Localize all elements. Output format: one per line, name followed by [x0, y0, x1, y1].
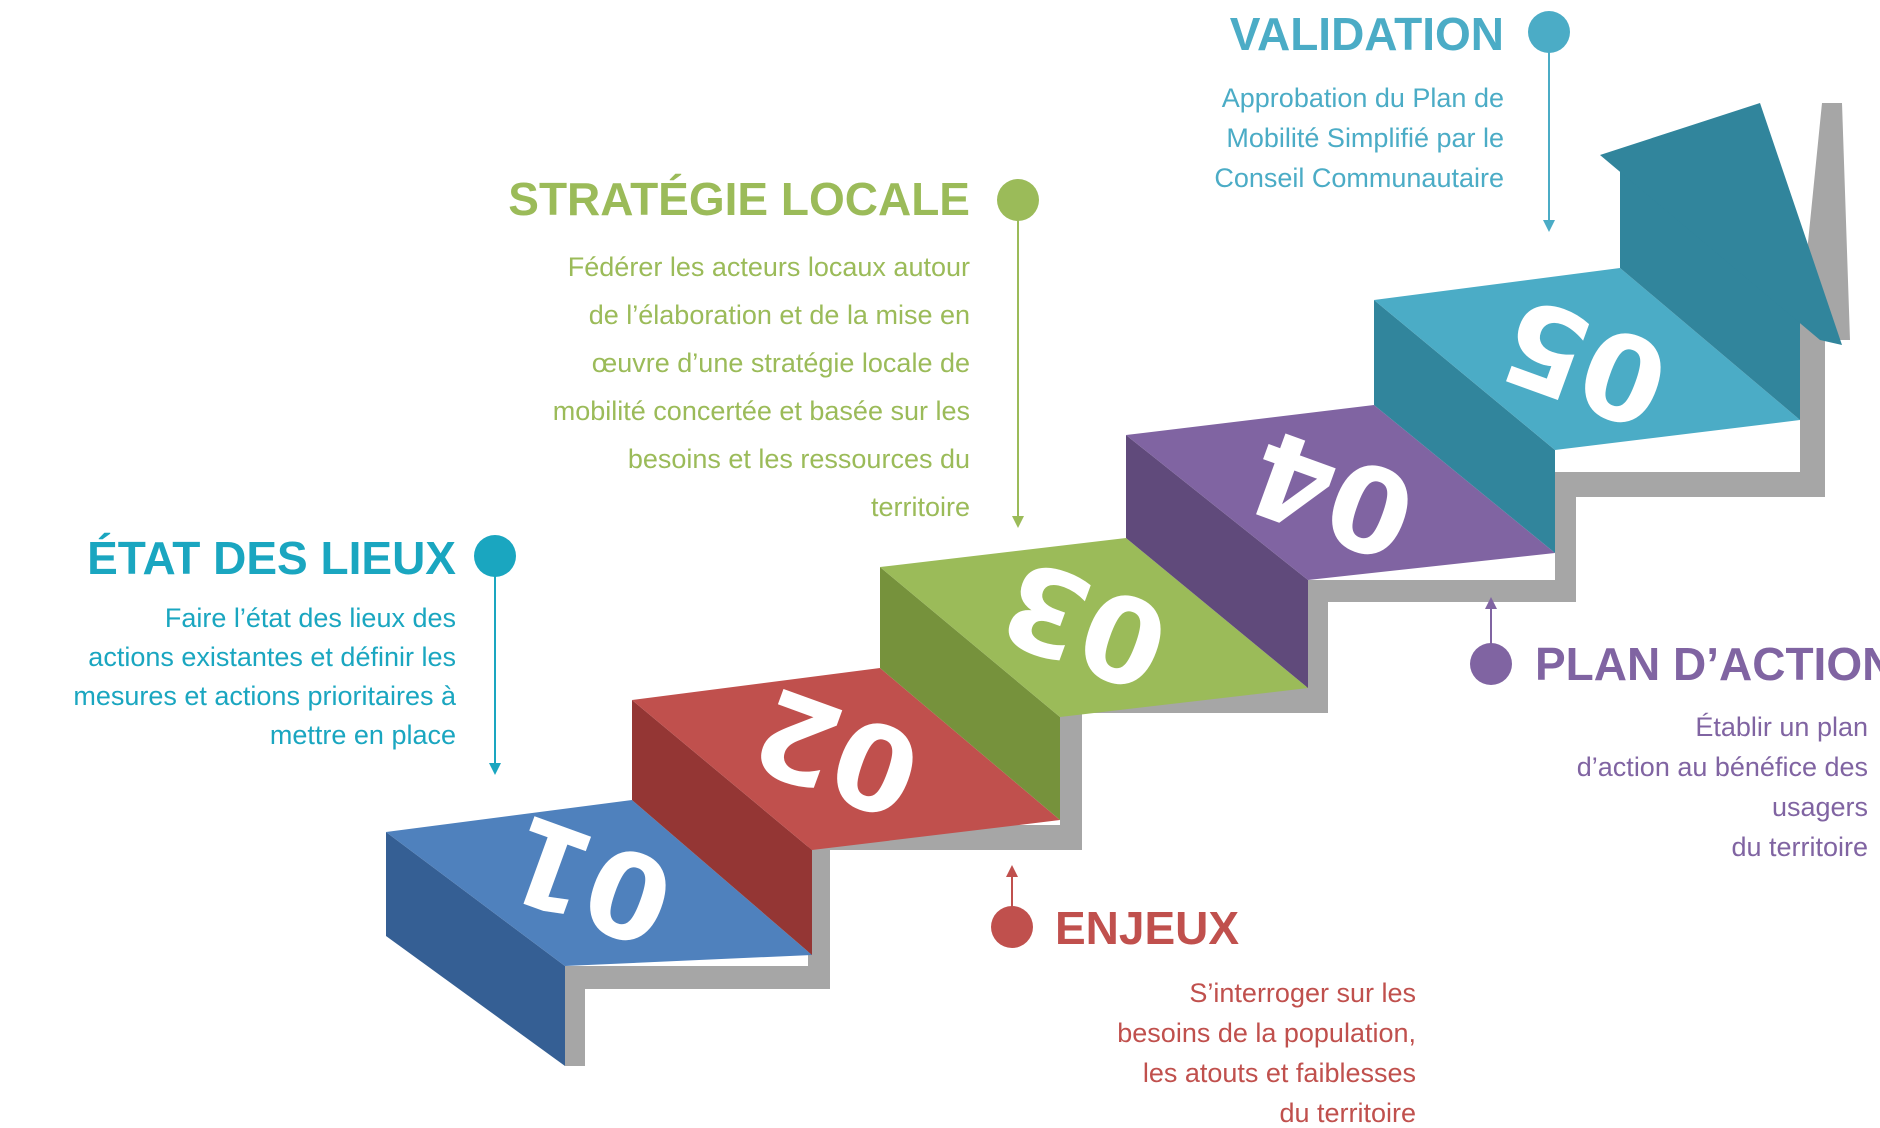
validation-title: VALIDATION: [1229, 8, 1504, 60]
arrow-shaft-face: [1620, 170, 1800, 420]
strategie-locale-line: territoire: [870, 492, 970, 522]
enjeux-line: S’interroger sur les: [1189, 978, 1416, 1008]
step-03-top: [880, 538, 1308, 717]
strategie-locale-line: Fédérer les acteurs locaux autour: [567, 252, 970, 282]
etat-des-lieux-description: Faire l’état des lieux des actions exist…: [73, 599, 456, 755]
strategie-locale-line: de l’élaboration et de la mise en: [588, 300, 970, 330]
validation-line: Conseil Communautaire: [1214, 163, 1504, 193]
enjeux-title: ENJEUX: [1055, 902, 1240, 954]
step-04: 04: [1126, 401, 1555, 688]
validation-description: Approbation du Plan de Mobilité Simplifi…: [1214, 78, 1504, 198]
step-04-top: [1126, 405, 1555, 580]
step-05: 05: [1374, 268, 1800, 553]
strategie-locale-line: œuvre d’une stratégie locale de: [591, 348, 970, 378]
step-02-front: [632, 700, 812, 955]
step-02-top: [632, 668, 1060, 850]
step-02: 02: [632, 659, 1060, 955]
plan-action-title: PLAN D’ACTION: [1535, 638, 1880, 690]
plan-action-description: Établir un plan d’action au bénéfice des…: [1577, 707, 1868, 867]
connector-etat-des-lieux: [474, 535, 516, 775]
arrow-up: [1600, 103, 1842, 420]
enjeux-description: S’interroger sur les besoins de la popul…: [1117, 973, 1416, 1128]
validation-line: Approbation du Plan de: [1221, 83, 1504, 113]
enjeux-line: besoins de la population,: [1117, 1018, 1416, 1048]
step-03-front: [880, 567, 1060, 820]
etat-des-lieux-line: mettre en place: [269, 720, 456, 750]
strategie-locale-description: Fédérer les acteurs locaux autour de l’é…: [553, 243, 970, 531]
etat-des-lieux-line: mesures et actions prioritaires à: [73, 681, 456, 711]
connector-arrowhead: [1485, 597, 1497, 609]
step-01-front: [386, 832, 565, 1066]
etat-des-lieux-line: actions existantes et définir les: [88, 642, 456, 672]
connector-strategie-locale: [997, 179, 1039, 528]
validation-line: Mobilité Simplifié par le: [1226, 123, 1504, 153]
etat-des-lieux-title: ÉTAT DES LIEUX: [87, 532, 456, 584]
connector-arrowhead: [489, 763, 501, 775]
arrow-head: [1600, 103, 1842, 345]
enjeux-line: du territoire: [1279, 1098, 1416, 1128]
connector-arrowhead: [1006, 865, 1018, 877]
strategie-locale-title: STRATÉGIE LOCALE: [508, 173, 970, 225]
plan-action-line: Établir un plan: [1695, 712, 1868, 742]
connector-plan-action: [1470, 597, 1512, 685]
connector-arrowhead: [1543, 220, 1555, 232]
connector-validation: [1528, 11, 1570, 232]
step-05-front: [1374, 300, 1555, 553]
plan-action-line: d’action au bénéfice des: [1576, 752, 1868, 782]
step-01-top: [386, 800, 812, 966]
strategie-locale-line: mobilité concertée et basée sur les: [552, 396, 970, 426]
step-04-front: [1126, 435, 1308, 688]
connector-arrowhead: [1012, 516, 1024, 528]
strategie-locale-line: besoins et les ressources du: [627, 444, 970, 474]
step-05-top: [1374, 268, 1800, 450]
plan-action-line: du territoire: [1731, 832, 1868, 862]
etat-des-lieux-line: Faire l’état des lieux des: [164, 603, 456, 633]
connector-enjeux: [991, 865, 1033, 948]
plan-action-line: usagers: [1771, 792, 1868, 822]
step-03: 03: [880, 531, 1308, 820]
enjeux-line: les atouts et faiblesses: [1142, 1058, 1416, 1088]
